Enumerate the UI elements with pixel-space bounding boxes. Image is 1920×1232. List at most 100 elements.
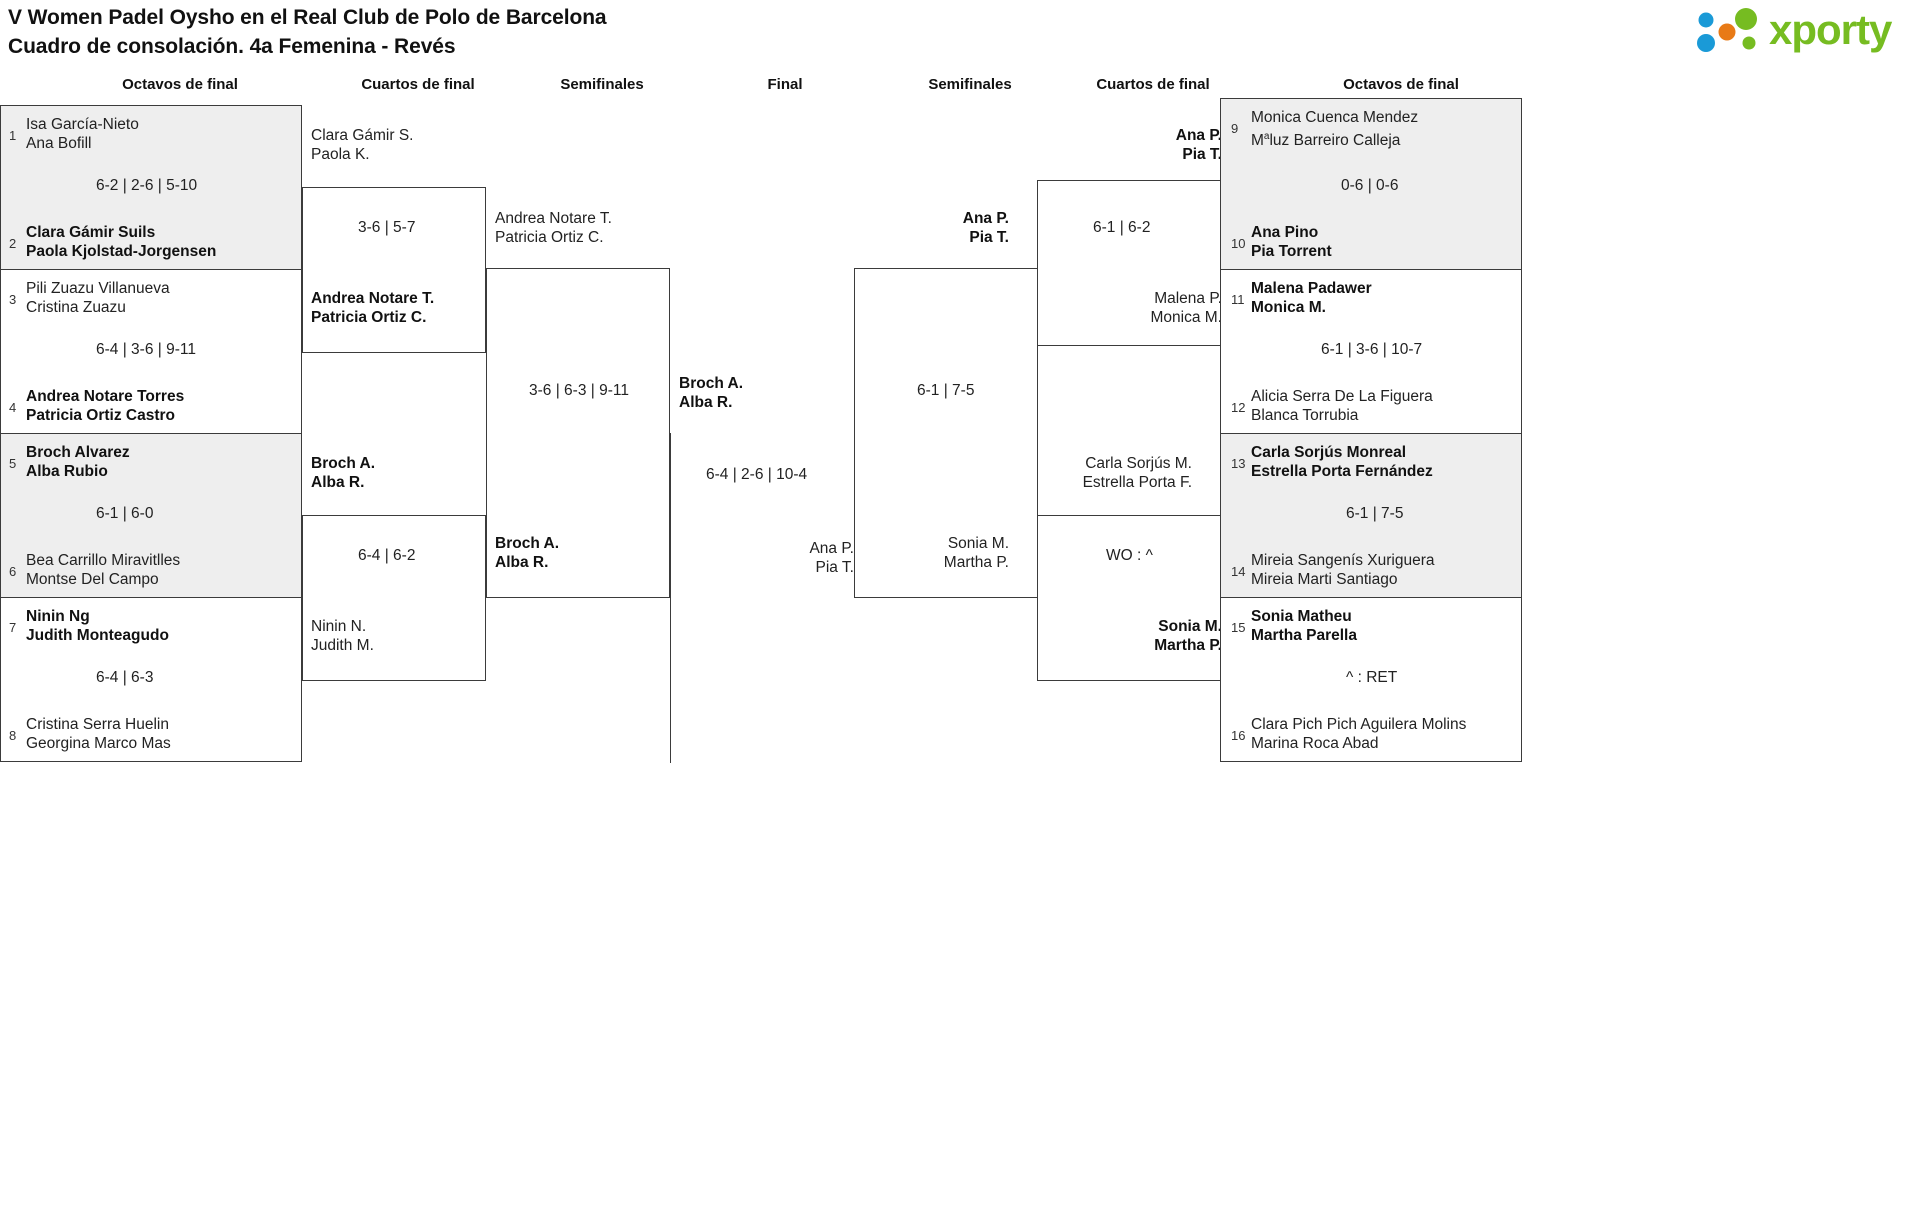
team-player2: Patricia Ortiz Castro xyxy=(26,407,176,424)
column-header-semifinales-right: Semifinales xyxy=(928,76,1012,93)
team-player2: Georgina Marco Mas xyxy=(26,735,171,752)
team-player1: Malena P. xyxy=(1154,290,1222,307)
match-score: 6-4 | 6-3 xyxy=(96,669,154,686)
team-player1: Broch A. xyxy=(679,375,744,392)
team-player1: Ana P. xyxy=(962,210,1009,227)
team-player1: Sonia M. xyxy=(1158,618,1222,635)
team-player2: Patricia Ortiz C. xyxy=(495,229,604,246)
team-player1: Monica Cuenca Mendez xyxy=(1251,109,1419,126)
team-player2: Mireia Marti Santiago xyxy=(1251,571,1398,588)
team-player2: Pia T. xyxy=(969,229,1009,246)
team-player1: Andrea Notare Torres xyxy=(26,388,185,405)
seed-number: 7 xyxy=(9,620,17,635)
team-player2: Martha Parella xyxy=(1251,627,1357,644)
team-player1: Mireia Sangenís Xuriguera xyxy=(1251,552,1435,569)
match-block-lsf-1[interactable]: Andrea Notare T. Patricia Ortiz C. 3-6 |… xyxy=(486,210,670,598)
seed-number: 9 xyxy=(1231,121,1239,136)
seed-number: 11 xyxy=(1231,292,1245,307)
team-player2: Pia T. xyxy=(1182,146,1222,163)
seed-number: 5 xyxy=(9,456,17,471)
column-header-final: Final xyxy=(767,76,803,93)
team-player1: Cristina Serra Huelin xyxy=(26,716,169,733)
team-player2: Pia Torrent xyxy=(1251,243,1332,260)
xporty-logo: xporty xyxy=(1697,6,1912,58)
match-score: 0-6 | 0-6 xyxy=(1341,177,1399,194)
match-score: 6-2 | 2-6 | 5-10 xyxy=(96,177,198,194)
match-score: 6-4 | 6-2 xyxy=(358,547,416,564)
team-player1: Carla Sorjús Monreal xyxy=(1251,444,1407,461)
team-player2: Judith Monteagudo xyxy=(26,627,169,644)
seed-number: 16 xyxy=(1231,728,1246,743)
team-player1: Broch A. xyxy=(311,455,376,472)
match-score: 6-1 | 6-0 xyxy=(96,505,154,522)
seed-number: 1 xyxy=(9,128,17,143)
team-player2: Alba Rubio xyxy=(26,463,108,480)
seed-number: 13 xyxy=(1231,456,1246,471)
match-block-l16-2[interactable]: 3 Pili Zuazu Villanueva Cristina Zuazu 6… xyxy=(0,269,302,434)
team-player1: Clara Gámir S. xyxy=(311,127,414,144)
match-block-lqf-2[interactable]: Broch A. Alba R. 6-4 | 6-2 Ninin N. Judi… xyxy=(302,455,486,681)
team-player2: Alba R. xyxy=(679,394,733,411)
seed-number: 3 xyxy=(9,292,17,307)
team-player2: Alba R. xyxy=(311,474,365,491)
seed-number: 12 xyxy=(1231,400,1246,415)
tournament-subtitle: Cuadro de consolación. 4a Femenina - Rev… xyxy=(8,35,456,58)
team-player2: Estrella Porta F. xyxy=(1082,474,1192,491)
match-block-l16-3[interactable]: 5 Broch Alvarez Alba Rubio 6-1 | 6-0 6 B… xyxy=(0,433,302,598)
seed-number: 8 xyxy=(9,728,17,743)
column-header-octavos-right: Octavos de final xyxy=(1343,76,1459,93)
team-player2: Patricia Ortiz C. xyxy=(311,309,427,326)
team-player1: Bea Carrillo Miravitlles xyxy=(26,552,181,569)
match-block-final[interactable]: Broch A. Alba R. 6-4 | 2-6 | 10-4 xyxy=(670,375,854,763)
team-player1: Andrea Notare T. xyxy=(495,210,612,227)
team-player2: Monica M. xyxy=(1251,299,1326,316)
match-block-r16-3[interactable]: 13 Carla Sorjús Monreal Estrella Porta F… xyxy=(1220,433,1522,598)
team-player1: Alicia Serra De La Figuera xyxy=(1251,388,1433,405)
logo-wordmark: xporty xyxy=(1769,6,1892,53)
seed-number: 10 xyxy=(1231,236,1246,251)
logo-dots-icon xyxy=(1697,8,1757,52)
match-block-r16-1[interactable]: 9 Monica Cuenca Mendez Maluz Barreiro Ca… xyxy=(1220,98,1522,270)
team-player2: Paola Kjolstad-Jorgensen xyxy=(26,243,217,260)
seed-number: 14 xyxy=(1231,564,1246,579)
match-score: 6-1 | 7-5 xyxy=(1346,505,1404,522)
team-player1: Clara Gámir Suils xyxy=(26,224,156,241)
team-player2: Judith M. xyxy=(311,637,374,654)
team-player1: Ninin Ng xyxy=(26,608,90,625)
team-player1: Isa García-Nieto xyxy=(26,116,139,133)
match-block-r16-2[interactable]: 11 Malena Padawer Monica M. 6-1 | 3-6 | … xyxy=(1220,269,1522,434)
column-header-cuartos-right: Cuartos de final xyxy=(1096,76,1210,93)
team-player2: Maluz Barreiro Calleja xyxy=(1251,131,1401,150)
seed-number: 4 xyxy=(9,400,17,415)
team-player1: Clara Pich Pich Aguilera Molins xyxy=(1251,716,1467,733)
match-block-rqf-1[interactable]: Ana P. Pia T. 6-1 | 6-2 Malena P. Monica… xyxy=(1037,127,1222,346)
match-score: 3-6 | 6-3 | 9-11 xyxy=(529,382,629,399)
team-player1: Ana P. xyxy=(1175,127,1222,144)
match-block-l16-4[interactable]: 7 Ninin Ng Judith Monteagudo 6-4 | 6-3 8… xyxy=(0,597,302,762)
match-score: 6-4 | 3-6 | 9-11 xyxy=(96,341,196,358)
team-player2: Alba R. xyxy=(495,554,549,571)
seed-number: 6 xyxy=(9,564,17,579)
team-player1: Ninin N. xyxy=(311,618,367,635)
team-player1: Sonia Matheu xyxy=(1251,608,1352,625)
team-player2: Martha P. xyxy=(943,554,1009,571)
team-player1: Sonia M. xyxy=(947,535,1009,552)
team-player2: Estrella Porta Fernández xyxy=(1251,463,1433,480)
match-score: 6-1 | 3-6 | 10-7 xyxy=(1321,341,1423,358)
match-block-rsf-1[interactable]: Ana P. Pia T. 6-1 | 7-5 Sonia M. Martha … xyxy=(854,210,1038,598)
match-score: WO : ^ xyxy=(1106,547,1153,564)
match-block-lqf-1[interactable]: Clara Gámir S. Paola K. 3-6 | 5-7 Andrea… xyxy=(302,127,486,353)
team-player2: Martha P. xyxy=(1154,637,1222,654)
tournament-title: V Women Padel Oysho en el Real Club de P… xyxy=(8,6,607,29)
team-player1: Ana Pino xyxy=(1251,224,1319,241)
match-block-rqf-2[interactable]: Carla Sorjús M. Estrella Porta F. WO : ^… xyxy=(1037,455,1222,681)
team-player1: Pili Zuazu Villanueva xyxy=(26,280,170,297)
team-player1: Broch A. xyxy=(495,535,560,552)
page-header: V Women Padel Oysho en el Real Club de P… xyxy=(0,0,1920,70)
team-player2: Cristina Zuazu xyxy=(26,299,126,316)
match-block-r16-4[interactable]: 15 Sonia Matheu Martha Parella ^ : RET 1… xyxy=(1220,597,1522,762)
match-block-l16-1[interactable]: 1 Isa García-Nieto Ana Bofill 6-2 | 2-6 … xyxy=(0,105,302,270)
team-player1: Carla Sorjús M. xyxy=(1085,455,1192,472)
column-header-cuartos-left: Cuartos de final xyxy=(361,76,475,93)
final-team-player1: Ana P. xyxy=(809,540,854,557)
